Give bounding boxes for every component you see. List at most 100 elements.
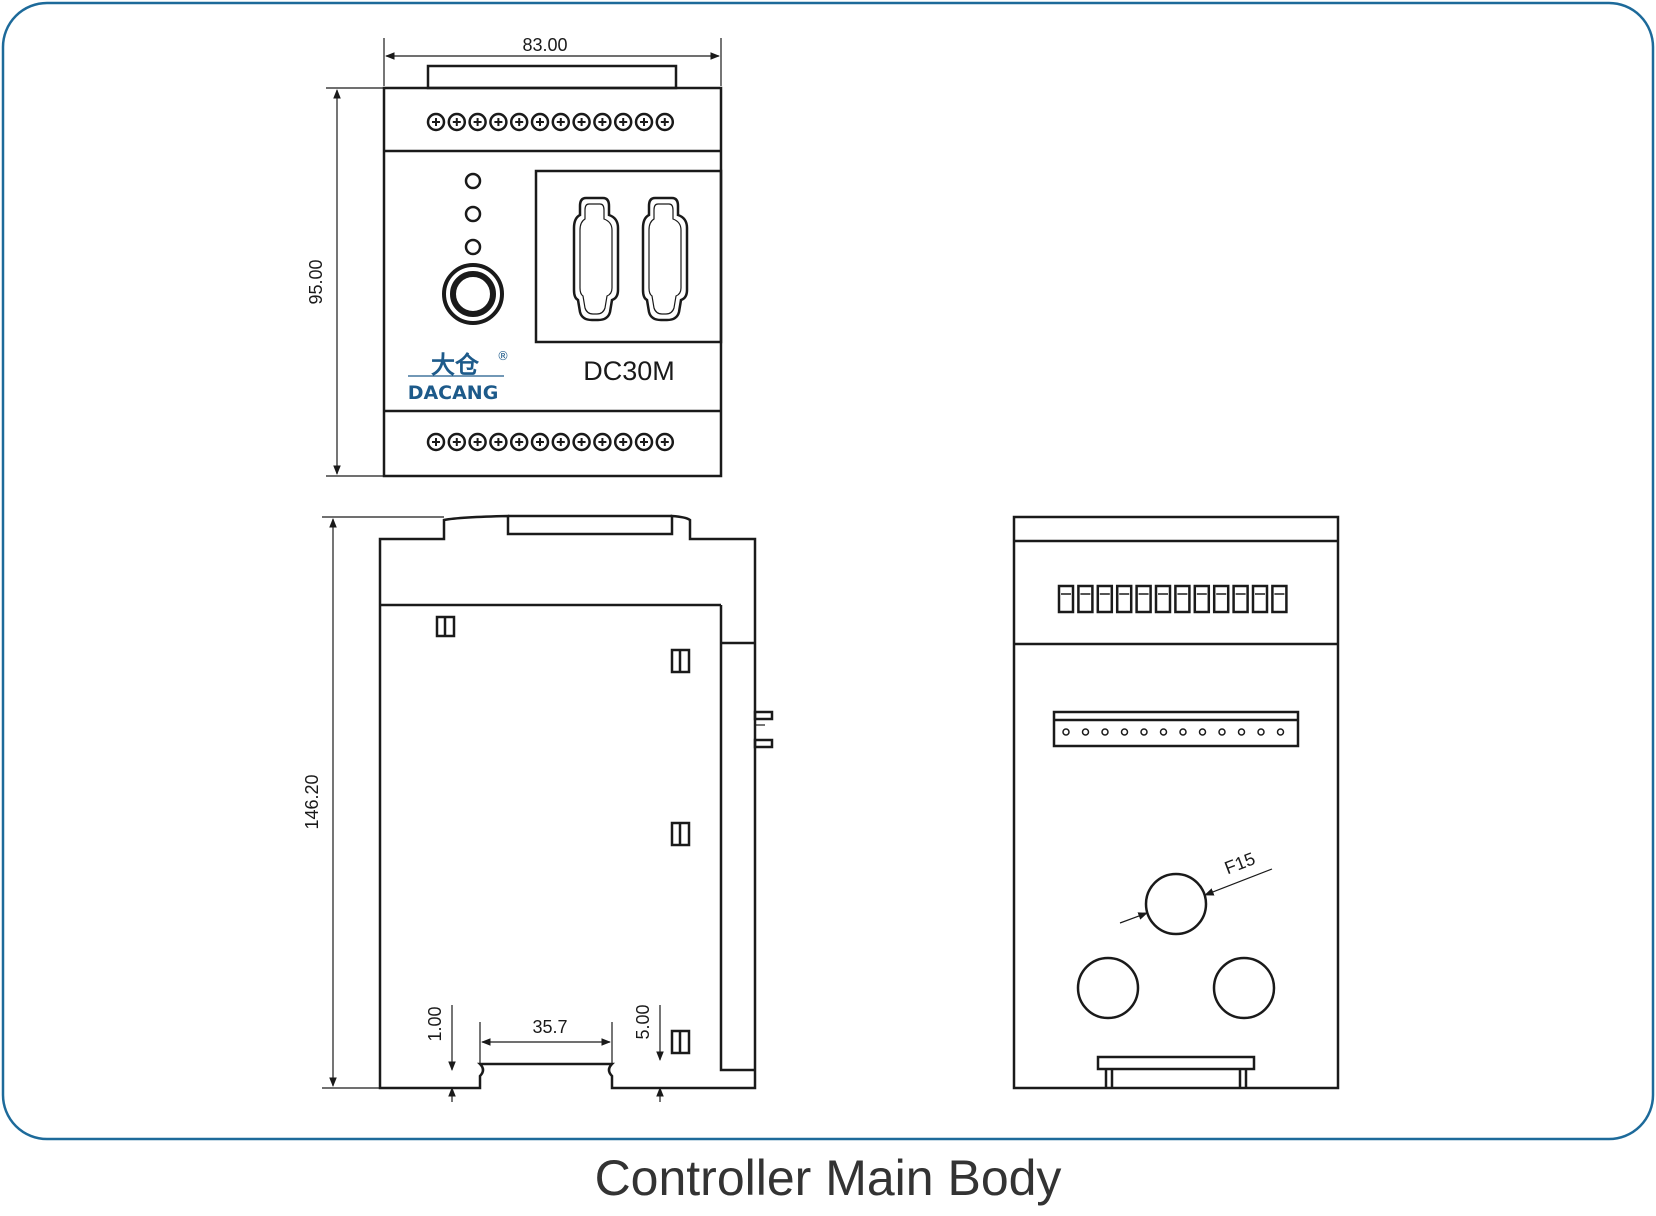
terminal-screw bbox=[655, 432, 675, 452]
terminal-screw bbox=[489, 112, 508, 132]
latch bbox=[435, 615, 456, 638]
screw-cross bbox=[598, 438, 607, 446]
rail-width-dimension: 35.7 bbox=[479, 1017, 613, 1064]
latch bbox=[670, 821, 691, 847]
screw-cross bbox=[577, 118, 586, 126]
screw-cross bbox=[619, 118, 628, 126]
cable-hole bbox=[1212, 956, 1276, 1020]
terminal-screw bbox=[530, 432, 550, 452]
screw-cross bbox=[494, 438, 503, 446]
rear-terminal-block bbox=[1057, 584, 1288, 614]
screw-cross bbox=[660, 118, 669, 126]
side-height-label: 146.20 bbox=[302, 774, 322, 829]
header-pin bbox=[1198, 728, 1207, 736]
terminal-slot bbox=[1251, 584, 1269, 614]
screw-cross bbox=[536, 438, 544, 446]
serial-connector-right bbox=[641, 196, 689, 322]
terminal-screw bbox=[447, 112, 467, 132]
header-pin bbox=[1081, 728, 1090, 736]
terminal-slot bbox=[1096, 584, 1114, 614]
cable-hole bbox=[1144, 872, 1208, 936]
screw-cross bbox=[536, 118, 544, 126]
control-knob bbox=[442, 263, 504, 325]
latch bbox=[670, 648, 691, 674]
terminal-slot bbox=[1212, 584, 1230, 614]
header-pin bbox=[1218, 728, 1226, 736]
header-pin bbox=[1159, 728, 1168, 736]
terminal-screw bbox=[655, 112, 675, 132]
terminal-screw bbox=[634, 432, 654, 452]
led-indicator bbox=[464, 172, 482, 190]
terminal-screw bbox=[509, 112, 529, 132]
terminal-slot bbox=[1193, 584, 1211, 614]
screw-cross bbox=[660, 438, 669, 446]
terminal-screw bbox=[468, 432, 487, 452]
screw-cross bbox=[577, 438, 586, 446]
din-clip bbox=[1096, 1055, 1256, 1088]
terminal-slot bbox=[1271, 584, 1288, 614]
terminal-slot bbox=[1135, 584, 1152, 614]
header-pin bbox=[1140, 728, 1148, 736]
rail-width-label: 35.7 bbox=[532, 1017, 567, 1037]
drawing-caption: Controller Main Body bbox=[594, 1150, 1062, 1206]
rear-body bbox=[1012, 515, 1340, 1090]
terminal-slot bbox=[1232, 584, 1249, 614]
header-pin bbox=[1257, 728, 1265, 736]
rail-right-dimension: 5.00 bbox=[633, 1004, 664, 1102]
rail-left-dimension: 1.00 bbox=[425, 1005, 456, 1102]
top-terminal-screws bbox=[426, 112, 675, 132]
screw-cross bbox=[598, 118, 607, 126]
front-body bbox=[382, 86, 723, 478]
terminal-screw bbox=[447, 432, 467, 452]
screw-cross bbox=[515, 118, 524, 126]
terminal-screw bbox=[593, 432, 612, 452]
hole-diameter-label: F15 bbox=[1222, 849, 1258, 879]
hole-dimension: F15 bbox=[1119, 849, 1273, 924]
screw-cross bbox=[619, 438, 628, 446]
screw-cross bbox=[432, 438, 440, 446]
header-pin bbox=[1237, 728, 1246, 736]
side-body-outline bbox=[378, 514, 757, 1090]
terminal-screw bbox=[509, 432, 529, 452]
terminal-screw bbox=[489, 432, 508, 452]
brand-logo: 大仓 ® DACANG bbox=[408, 349, 509, 404]
header-pin bbox=[1101, 728, 1109, 736]
terminal-screw bbox=[634, 112, 654, 132]
serial-connector-left bbox=[572, 196, 620, 322]
pin-header bbox=[1052, 710, 1300, 748]
screw-cross bbox=[556, 438, 565, 446]
screw-cross bbox=[452, 438, 461, 446]
cable-hole bbox=[1076, 956, 1140, 1020]
led-indicator bbox=[464, 238, 482, 256]
screw-cross bbox=[494, 118, 503, 126]
latch bbox=[670, 1029, 691, 1055]
terminal-screw bbox=[551, 432, 571, 452]
terminal-screw bbox=[613, 112, 633, 132]
screw-cross bbox=[640, 118, 648, 126]
side-height-dimension: 146.20 bbox=[302, 516, 444, 1089]
rail-left-label: 1.00 bbox=[425, 1006, 445, 1041]
terminal-screw bbox=[426, 432, 446, 452]
header-pin bbox=[1179, 728, 1187, 736]
terminal-slot bbox=[1077, 584, 1094, 614]
terminal-screw bbox=[426, 112, 446, 132]
model-label: DC30M bbox=[583, 356, 675, 386]
screw-cross bbox=[452, 118, 461, 126]
terminal-slot bbox=[1174, 584, 1191, 614]
terminal-screw bbox=[593, 112, 612, 132]
rail-right-label: 5.00 bbox=[633, 1004, 653, 1039]
terminal-slot bbox=[1115, 584, 1133, 614]
terminal-slot bbox=[1057, 584, 1075, 614]
header-pin bbox=[1120, 728, 1129, 736]
bottom-terminal-screws bbox=[426, 432, 675, 452]
terminal-screw bbox=[468, 112, 487, 132]
registered-mark: ® bbox=[497, 349, 509, 363]
front-view: 83.00 95.00 bbox=[306, 35, 723, 478]
terminal-screw bbox=[530, 112, 550, 132]
terminal-screw bbox=[572, 112, 591, 132]
terminal-screw bbox=[613, 432, 633, 452]
screw-cross bbox=[432, 118, 440, 126]
screw-cross bbox=[473, 438, 482, 446]
front-width-dimension: 83.00 bbox=[383, 35, 722, 86]
